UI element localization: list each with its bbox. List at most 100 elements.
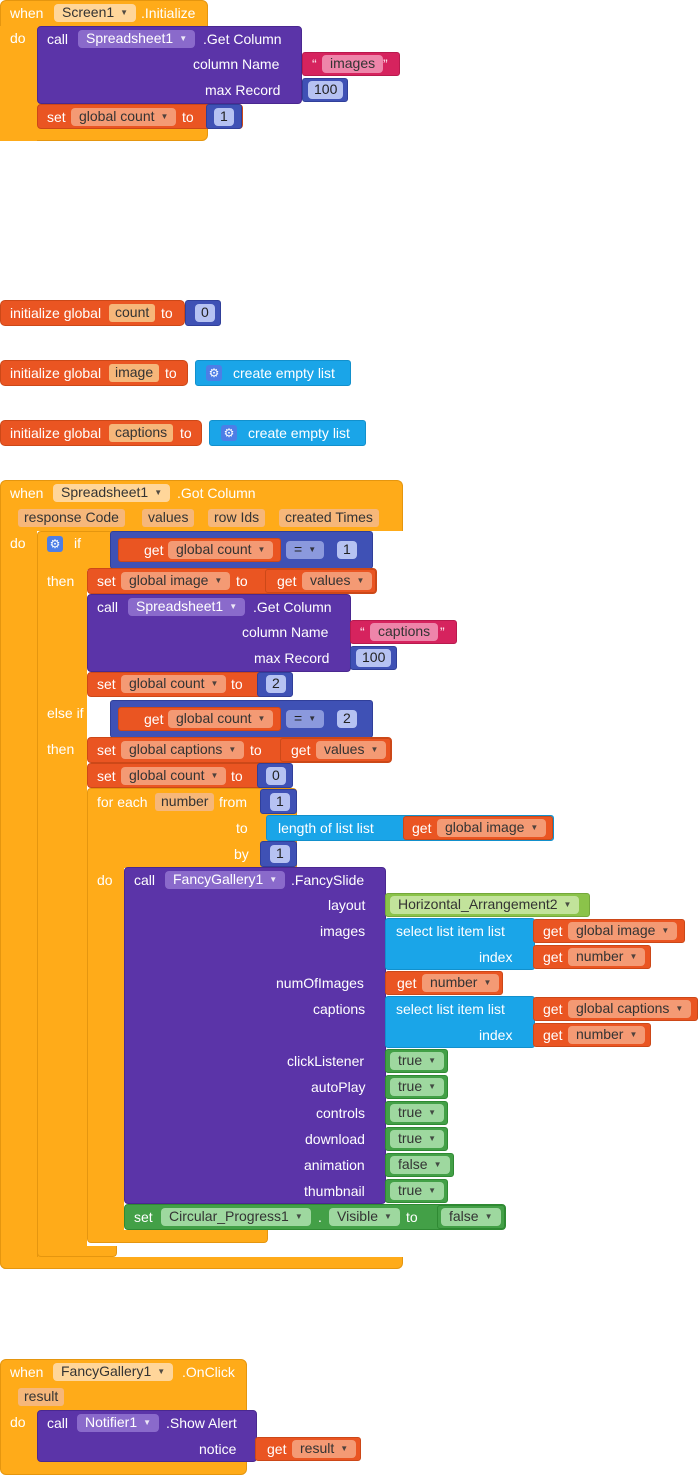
select-list-item-block[interactable] <box>385 996 535 1048</box>
text-value[interactable]: images <box>322 55 384 73</box>
variable-dropdown[interactable]: global captions▼ <box>121 741 245 759</box>
for-each-arm <box>87 867 124 1236</box>
number-value[interactable]: 100 <box>356 649 392 667</box>
boolean-dropdown[interactable]: false▼ <box>390 1156 450 1174</box>
global-name-count[interactable]: count <box>109 304 156 322</box>
number-value[interactable]: 1 <box>270 845 290 863</box>
chevron-down-icon: ▼ <box>629 1030 638 1039</box>
number-value[interactable]: 0 <box>195 304 215 322</box>
variable-name: values <box>310 572 351 588</box>
variable-dropdown[interactable]: global captions▼ <box>568 1000 692 1018</box>
create-empty-list-block[interactable] <box>195 360 351 386</box>
boolean-dropdown[interactable]: true▼ <box>390 1052 445 1070</box>
chevron-down-icon: ▼ <box>384 1212 392 1221</box>
get-label: get <box>543 923 563 939</box>
set-label: set <box>97 768 116 784</box>
call-label: call <box>47 1415 69 1431</box>
variable-dropdown[interactable]: result▼ <box>292 1440 357 1458</box>
variable-dropdown[interactable]: values▼ <box>302 572 373 590</box>
global-name-captions[interactable]: captions <box>109 424 174 442</box>
number-value[interactable]: 1 <box>337 541 357 559</box>
get-label: get <box>543 1001 563 1017</box>
variable-dropdown[interactable]: global image▼ <box>121 572 231 590</box>
get-label: get <box>543 1027 563 1043</box>
operator-dropdown[interactable]: =▼ <box>286 541 325 559</box>
variable-dropdown[interactable]: global image▼ <box>568 922 678 940</box>
event-name: .OnClick <box>182 1364 235 1380</box>
chevron-down-icon: ▼ <box>210 679 219 688</box>
initialize-global-label: initialize global <box>10 425 102 441</box>
chevron-down-icon: ▼ <box>257 545 266 554</box>
global-name-image[interactable]: image <box>109 364 160 382</box>
boolean-dropdown[interactable]: true▼ <box>390 1104 445 1122</box>
number-value[interactable]: 2 <box>337 710 357 728</box>
from-label: from <box>219 794 247 810</box>
boolean-dropdown[interactable]: true▼ <box>390 1130 445 1148</box>
variable-dropdown[interactable]: global count ▼ <box>168 541 274 559</box>
component-dropdown-spreadsheet1[interactable]: Spreadsheet1▼ <box>78 30 196 48</box>
number-value[interactable]: 1 <box>270 793 290 811</box>
variable-dropdown[interactable]: global count▼ <box>168 710 274 728</box>
variable-dropdown[interactable]: global count▼ <box>121 675 227 693</box>
component-dropdown-spreadsheet1[interactable]: Spreadsheet1▼ <box>53 484 171 502</box>
component-dropdown-fancygallery1[interactable]: FancyGallery1▼ <box>165 871 286 889</box>
property-dropdown[interactable]: Visible▼ <box>329 1208 400 1226</box>
number-value[interactable]: 0 <box>266 767 286 785</box>
images-label: images <box>320 923 366 939</box>
boolean-value: true <box>398 1052 423 1068</box>
param-row-ids[interactable]: row Ids <box>208 509 266 527</box>
fancy-slide-call-block[interactable] <box>124 867 386 1204</box>
column-name-label: column Name <box>193 56 280 72</box>
param-result[interactable]: result <box>18 1388 65 1406</box>
number-value[interactable]: 100 <box>308 81 344 99</box>
variable-name: global image <box>129 572 209 588</box>
index-label: index <box>479 1027 513 1043</box>
component-dropdown-horizontal-arrangement2[interactable]: Horizontal_Arrangement2▼ <box>390 896 580 914</box>
variable-dropdown[interactable]: number▼ <box>568 1026 646 1044</box>
component-dropdown-screen1[interactable]: Screen1▼ <box>54 4 137 22</box>
component-name: FancyGallery1 <box>173 871 264 887</box>
chevron-down-icon: ▼ <box>210 771 219 780</box>
chevron-down-icon: ▼ <box>154 488 163 497</box>
loop-variable[interactable]: number <box>155 793 215 811</box>
gear-icon[interactable]: ⚙ <box>206 365 222 381</box>
variable-dropdown[interactable]: global image▼ <box>437 819 547 837</box>
set-label: set <box>47 109 66 125</box>
gear-icon[interactable]: ⚙ <box>221 425 237 441</box>
auto-play-label: autoPlay <box>311 1079 366 1095</box>
number-value[interactable]: 2 <box>266 675 286 693</box>
text-value[interactable]: captions <box>370 623 439 641</box>
select-list-item-block[interactable] <box>385 918 535 970</box>
component-dropdown-spreadsheet1[interactable]: Spreadsheet1▼ <box>128 598 246 616</box>
number-value[interactable]: 1 <box>214 108 234 126</box>
boolean-dropdown[interactable]: true▼ <box>390 1078 445 1096</box>
open-quote-icon: “ <box>312 56 317 72</box>
get-label: get <box>543 949 563 965</box>
gear-icon[interactable]: ⚙ <box>47 536 63 552</box>
variable-dropdown[interactable]: values▼ <box>316 741 387 759</box>
boolean-dropdown[interactable]: false▼ <box>441 1208 501 1226</box>
variable-name: global count <box>176 541 252 557</box>
when-label: when <box>10 5 44 21</box>
variable-dropdown[interactable]: global count▼ <box>71 108 177 126</box>
operator-dropdown[interactable]: =▼ <box>286 710 325 728</box>
event-block-bottom <box>0 1257 403 1269</box>
variable-dropdown[interactable]: number▼ <box>568 948 646 966</box>
boolean-dropdown[interactable]: true▼ <box>390 1182 445 1200</box>
component-dropdown-circular-progress1[interactable]: Circular_Progress1▼ <box>161 1208 311 1226</box>
param-created-times[interactable]: created Times <box>279 509 379 527</box>
if-block-arm <box>37 569 87 1257</box>
chevron-down-icon: ▼ <box>483 978 492 987</box>
param-values[interactable]: values <box>142 509 195 527</box>
component-dropdown-fancygallery1[interactable]: FancyGallery1▼ <box>53 1363 174 1381</box>
to-label: to <box>236 820 248 836</box>
notice-label: notice <box>199 1441 237 1457</box>
get-label: get <box>144 711 164 727</box>
get-column-call-block[interactable] <box>87 594 351 672</box>
select-list-item-label: select list item list <box>396 923 505 939</box>
variable-dropdown[interactable]: number▼ <box>422 974 500 992</box>
variable-dropdown[interactable]: global count▼ <box>121 767 227 785</box>
component-dropdown-notifier1[interactable]: Notifier1▼ <box>77 1414 160 1432</box>
chevron-down-icon: ▼ <box>179 34 188 43</box>
param-response-code[interactable]: response Code <box>18 509 125 527</box>
